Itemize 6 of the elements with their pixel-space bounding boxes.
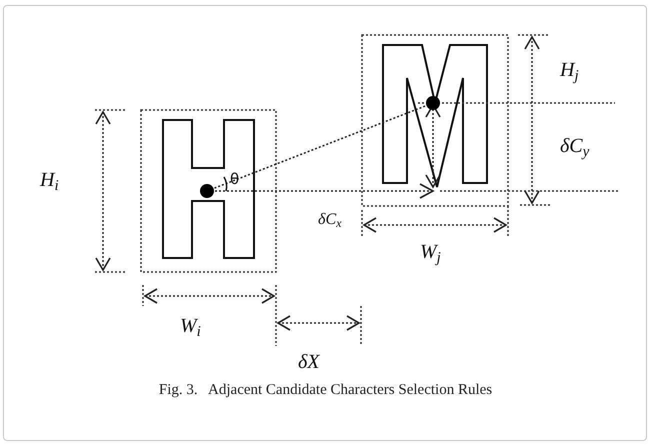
figure-caption: Fig. 3. Adjacent Candidate Characters Selection Rules [158,381,494,400]
dimension-label: W$_{i}$ [180,316,201,336]
dimension-label: δC$_{x}$ [318,212,342,228]
dimension-label: δX [298,352,320,372]
dimension-label: θ [230,172,240,187]
dimension-label: H$_{i}$ [40,170,59,190]
